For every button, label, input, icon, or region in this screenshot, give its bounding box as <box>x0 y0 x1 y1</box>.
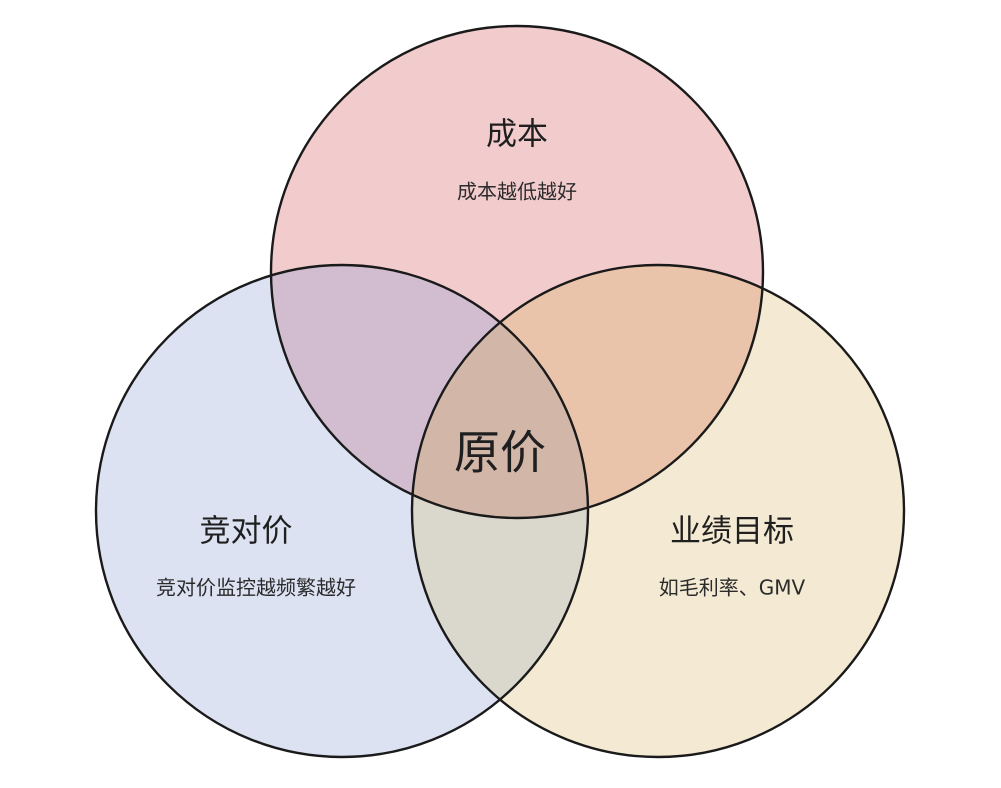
competitor-title: 竞对价 <box>200 514 293 550</box>
target-description: 如毛利率、GMV <box>659 576 806 600</box>
cost-circle-outline <box>269 24 765 520</box>
triple-overlap-group-a <box>412 265 588 518</box>
competitor-circle-outline <box>94 263 590 759</box>
center-title: 原价 <box>454 426 546 480</box>
target-circle-outline <box>410 263 906 759</box>
target-title: 业绩目标 <box>670 514 794 550</box>
cost-title: 成本 <box>486 117 548 153</box>
triple-overlap <box>412 265 588 518</box>
cost-description: 成本越低越好 <box>457 180 577 204</box>
competitor-description: 竞对价监控越频繁越好 <box>156 576 356 600</box>
triple-overlap-group-b <box>412 265 588 518</box>
